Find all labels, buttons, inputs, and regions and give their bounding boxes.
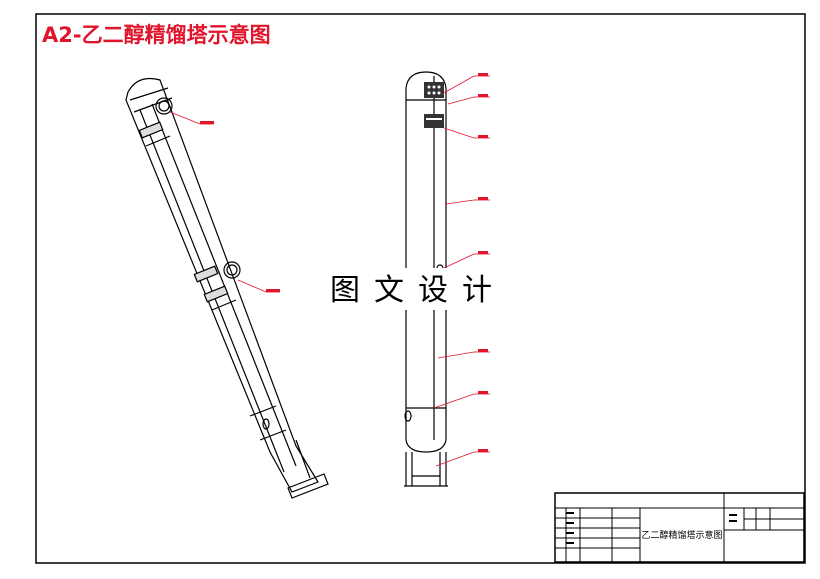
watermark: 图 文 设 计 xyxy=(330,273,492,308)
nozzle-top-left xyxy=(155,97,173,115)
title-block-drawing-name: 乙二醇精馏塔示意图 xyxy=(641,529,722,541)
watermark-backdrop xyxy=(326,268,494,310)
column-front-view xyxy=(404,71,448,487)
leader-tags-right xyxy=(478,73,488,452)
watermark-char-4: 计 xyxy=(462,273,492,308)
column-side-view xyxy=(125,77,329,499)
sheet-border xyxy=(35,13,806,564)
watermark-char-2: 文 xyxy=(374,273,404,308)
watermark-char-3: 设 xyxy=(418,273,448,308)
title-block xyxy=(554,492,805,563)
title-block-tags xyxy=(566,512,737,544)
column-top-internals-detail xyxy=(426,85,442,120)
sheet-title: A2-乙二醇精馏塔示意图 xyxy=(42,23,271,47)
leader-lines-left xyxy=(169,111,280,293)
nozzle-mid-left xyxy=(223,261,241,279)
watermark-char-1: 图 xyxy=(330,273,360,308)
leader-tags-left xyxy=(200,121,280,292)
